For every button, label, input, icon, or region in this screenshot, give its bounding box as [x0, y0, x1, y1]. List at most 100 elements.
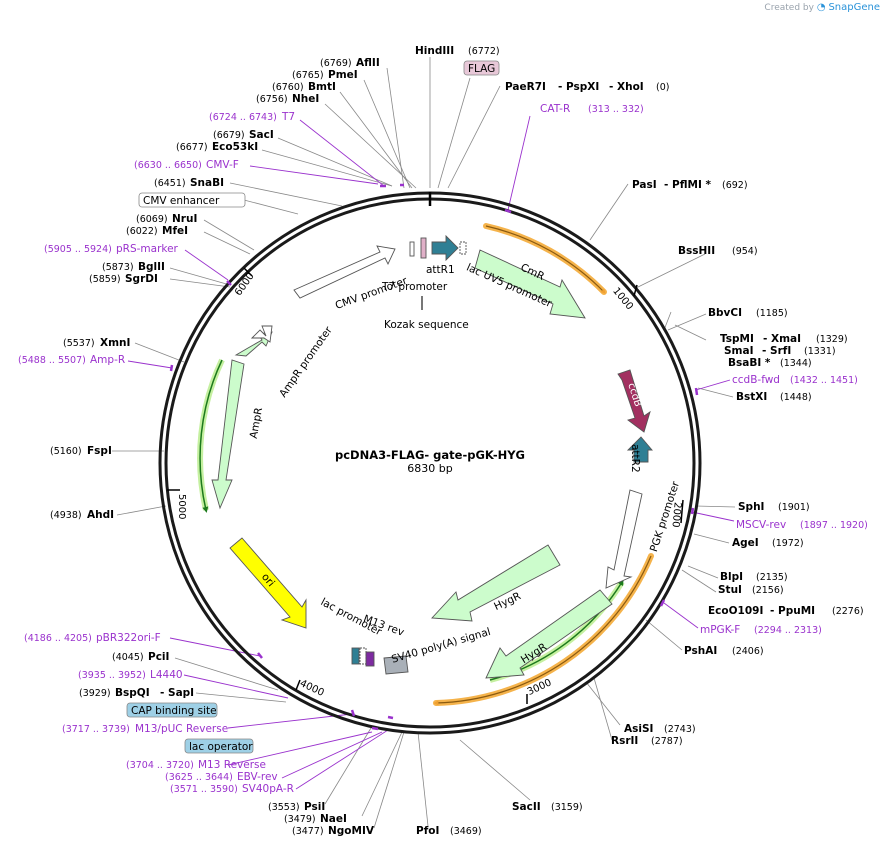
enzyme-pfoi: PfoI — [416, 825, 439, 837]
primer-ampr-pos: (5488 .. 5507) — [18, 355, 86, 366]
enzyme-agei: AgeI — [732, 537, 759, 549]
snapgene-logo-icon: ◔ — [816, 2, 826, 13]
enzyme-sacii-pos: (3159) — [551, 802, 583, 813]
enzyme-bsabi-pos: (1344) — [780, 358, 812, 369]
enzyme-rsrii-pos: (2787) — [651, 736, 683, 747]
tick-2000: 2000 — [669, 502, 682, 528]
enzyme-sphi: SphI — [738, 501, 764, 513]
enzyme-nhei: NheI — [292, 93, 319, 105]
enzyme-bsshii: BssHII — [678, 245, 715, 257]
label-attr2: attR2 — [629, 444, 641, 473]
enzyme-ppumi-pos: (2276) — [832, 606, 864, 617]
ori-arrow — [229, 537, 307, 629]
primer-mscvrev-pos: (1897 .. 1920) — [800, 520, 868, 531]
enzyme-sphi-pos: (1901) — [778, 502, 810, 513]
primer-ccdbfwd-pos: (1432 .. 1451) — [790, 375, 858, 386]
cmr-arrow — [474, 249, 586, 319]
enzyme-nrui: NruI — [172, 213, 197, 225]
primer-catr-pos: (313 .. 332) — [588, 104, 644, 115]
enzyme-ppumi: - PpuMI — [770, 605, 815, 617]
primer-t7-pos: (6724 .. 6743) — [209, 112, 277, 123]
feature-shapes — [211, 234, 653, 679]
primer-leaders — [127, 115, 735, 790]
credit-brand: SnapGene — [828, 2, 880, 13]
enzyme-bsabi: BsaBI * — [728, 357, 771, 369]
enzyme-psii-pos: (3553) — [268, 802, 300, 813]
primer-m13rev-pos: (3704 .. 3720) — [126, 760, 194, 771]
cmv-promoter-arrow — [293, 245, 396, 299]
enzyme-xmai-pos: (1329) — [816, 334, 848, 345]
enzyme-asisi-pos: (2743) — [664, 724, 696, 735]
enzyme-ngomiv-pos: (3477) — [292, 826, 324, 837]
ampr-promoter-outline — [250, 325, 273, 343]
flag-mark — [420, 237, 427, 259]
primer-l4440: L4440 — [150, 669, 183, 681]
primer-pbr: pBR322ori-F — [96, 632, 161, 644]
primer-m13rev: M13 Reverse — [198, 759, 266, 771]
enzyme-mfei: MfeI — [162, 225, 188, 237]
enzyme-saci-pos: (6679) — [213, 130, 245, 141]
cmr-orf-arrow — [485, 225, 606, 294]
m13-rev-mark — [365, 651, 375, 667]
enzyme-tspmi: TspMI — [720, 333, 754, 345]
plasmid-size: 6830 bp — [407, 462, 452, 475]
enzyme-sapi: - SapI — [160, 687, 194, 699]
enzyme-snabi-pos: (6451) — [154, 178, 186, 189]
enzyme-bspqi: BspQI — [115, 687, 150, 699]
label-sv40-polya: SV40 poly(A) signal — [390, 626, 492, 666]
enzyme-ahdi: AhdI — [87, 509, 114, 521]
hygr-orf-arrow — [433, 555, 652, 706]
ampr-arrow — [211, 359, 245, 510]
tick-1000: 1000 — [610, 286, 635, 313]
enzyme-xmai: - XmaI — [763, 333, 801, 345]
enzyme-aflii: AflII — [356, 57, 380, 69]
primer-ebv-pos: (3625 .. 3644) — [165, 772, 233, 783]
boxed-labels: FLAG CMV enhancer CAP binding site lac o… — [126, 60, 500, 754]
enzyme-pcii-pos: (4045) — [112, 652, 144, 663]
flag-box-label: FLAG — [468, 63, 495, 75]
enzyme-bbvci-pos: (1185) — [756, 308, 788, 319]
enzyme-ahdi-pos: (4938) — [50, 510, 82, 521]
enzyme-snabi: SnaBI — [190, 177, 224, 189]
enzyme-nrui-pos: (6069) — [136, 214, 168, 225]
primer-t7: T7 — [281, 111, 295, 123]
tick-4000: 4000 — [298, 678, 326, 699]
primer-prs-pos: (5905 .. 5924) — [44, 244, 112, 255]
enzyme-pmei: PmeI — [328, 69, 358, 81]
primer-m13puc: M13/pUC Reverse — [135, 723, 228, 735]
enzyme-sacii: SacII — [512, 801, 541, 813]
primer-mpgkf: mPGK-F — [700, 624, 740, 636]
cap-site-mark — [351, 647, 360, 665]
enzyme-bstxi-pos: (1448) — [780, 392, 812, 403]
cap-box — [126, 702, 218, 718]
credit-text: Created by — [764, 3, 814, 13]
attr1-arrow — [431, 234, 459, 262]
primer-sv40pa-pos: (3571 .. 3590) — [170, 784, 238, 795]
primer-marks — [169, 183, 699, 731]
enzyme-bglii-pos: (5873) — [102, 262, 134, 273]
enzyme-pflmi: - PflMI * — [664, 179, 712, 191]
primer-mscvrev: MSCV-rev — [736, 519, 786, 531]
enzyme-pasi-pos: (692) — [722, 180, 748, 191]
hygr-arrow-1 — [431, 544, 561, 622]
cap-label: CAP binding site — [131, 705, 217, 717]
enzyme-sgrdi: SgrDI — [125, 273, 158, 285]
enzyme-srfi: - SrfI — [762, 345, 791, 357]
lacuv5-mark — [459, 241, 467, 255]
enzyme-bbvci: BbvCI — [708, 307, 742, 319]
enzyme-bspqi-pos: (3929) — [79, 688, 111, 699]
enzyme-psii: PsiI — [304, 801, 325, 813]
leader-lines — [112, 57, 736, 829]
enzyme-labels: HindIII (6772) (6769) AflII (6765) PmeI … — [50, 45, 864, 837]
enzyme-nhei-pos: (6756) — [256, 94, 288, 105]
flag-box — [463, 60, 500, 76]
lac-promoter-mark — [359, 647, 367, 665]
enzyme-aflii-pos: (6769) — [320, 58, 352, 69]
ampr-orf-arrow — [199, 359, 223, 513]
enzyme-eco53ki: Eco53kI — [212, 141, 258, 153]
ccdb-arrow — [617, 369, 651, 433]
t7-promoter-mark — [409, 241, 415, 257]
enzyme-ecoo109i: EcoO109I — [708, 605, 763, 617]
sv40-polya-mark — [383, 655, 409, 675]
